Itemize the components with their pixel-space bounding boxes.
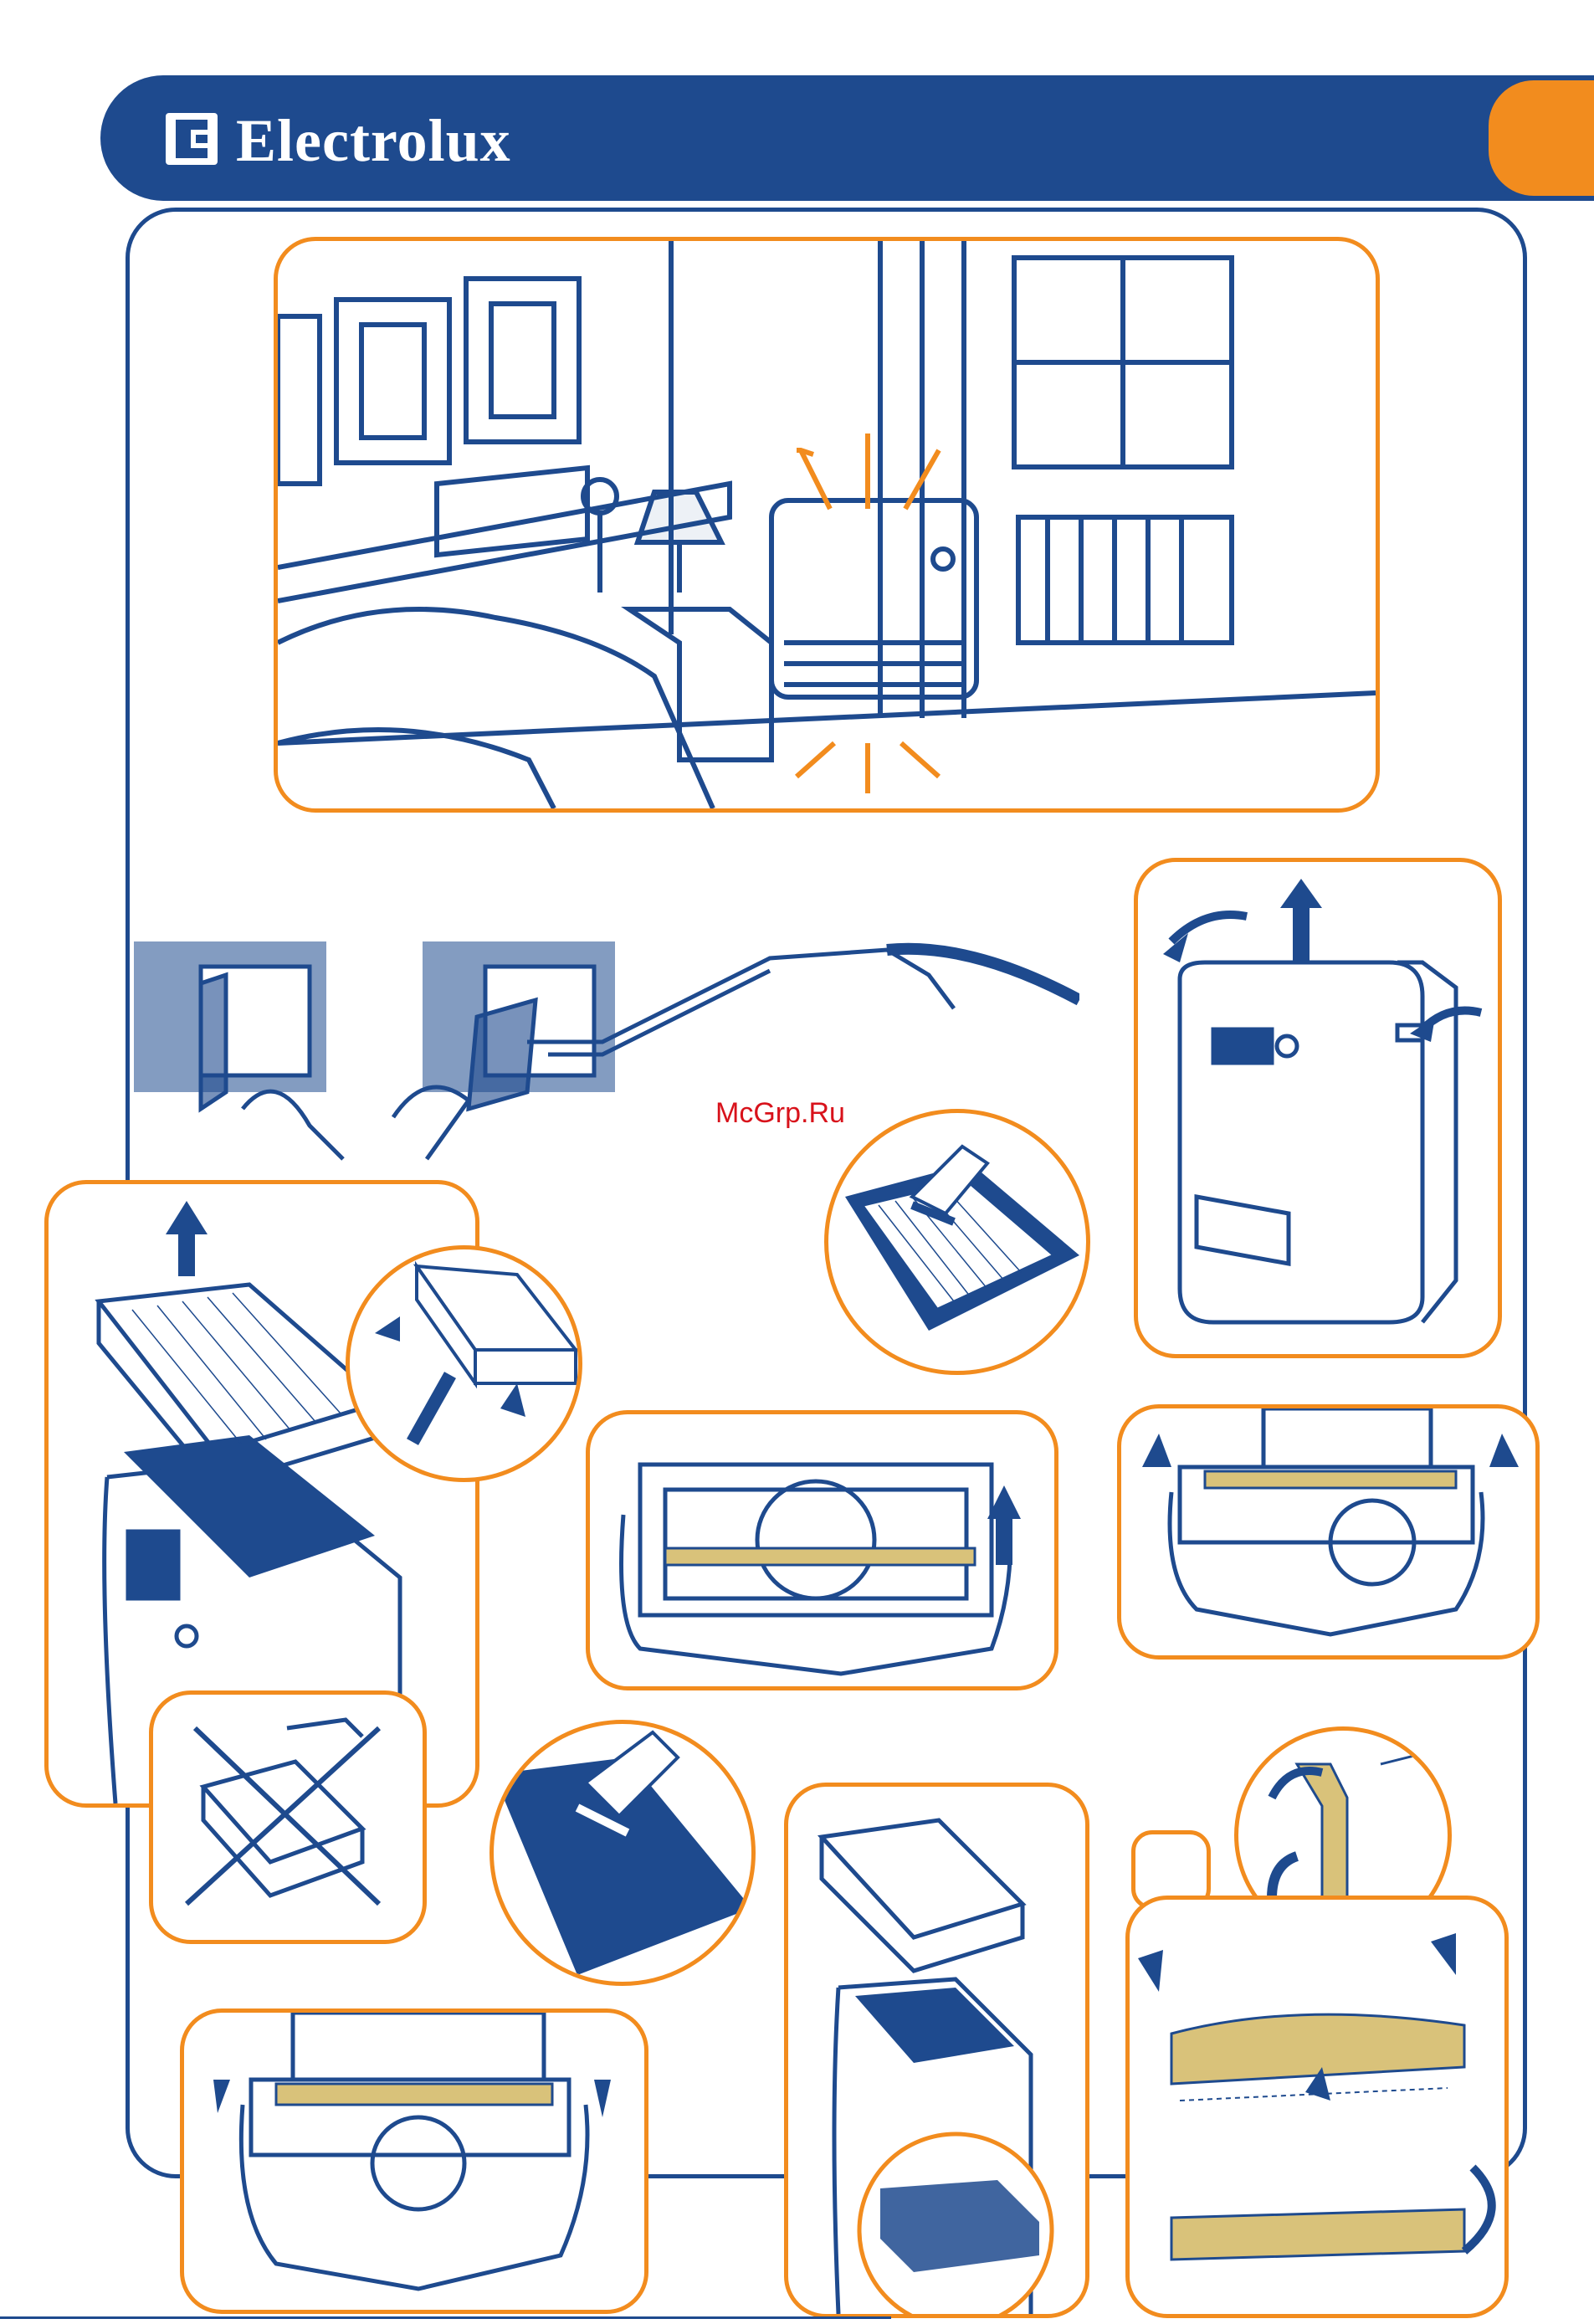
reinsert-filter-panel [784, 1783, 1089, 2318]
brush-edges-circle [346, 1245, 582, 1482]
electrolux-logo-icon [166, 113, 218, 165]
raise-carbon-filter-panel [1117, 1404, 1540, 1660]
bend-frame-panel [1125, 1896, 1509, 2318]
lift-prefilter-panel [586, 1410, 1058, 1690]
bedroom-scene-panel [274, 237, 1380, 813]
no-water-panel [149, 1690, 427, 1944]
brand-name: Electrolux [236, 107, 511, 174]
vacuum-filter-circle [824, 1109, 1090, 1375]
section-tab [1484, 75, 1594, 201]
footer-line [0, 2316, 891, 2319]
watermark-text: McGrp.Ru [715, 1096, 845, 1130]
open-lid-panel [1134, 858, 1502, 1358]
vacuum-inner-circle [489, 1720, 756, 1986]
lower-filter-panel [180, 2008, 648, 2314]
